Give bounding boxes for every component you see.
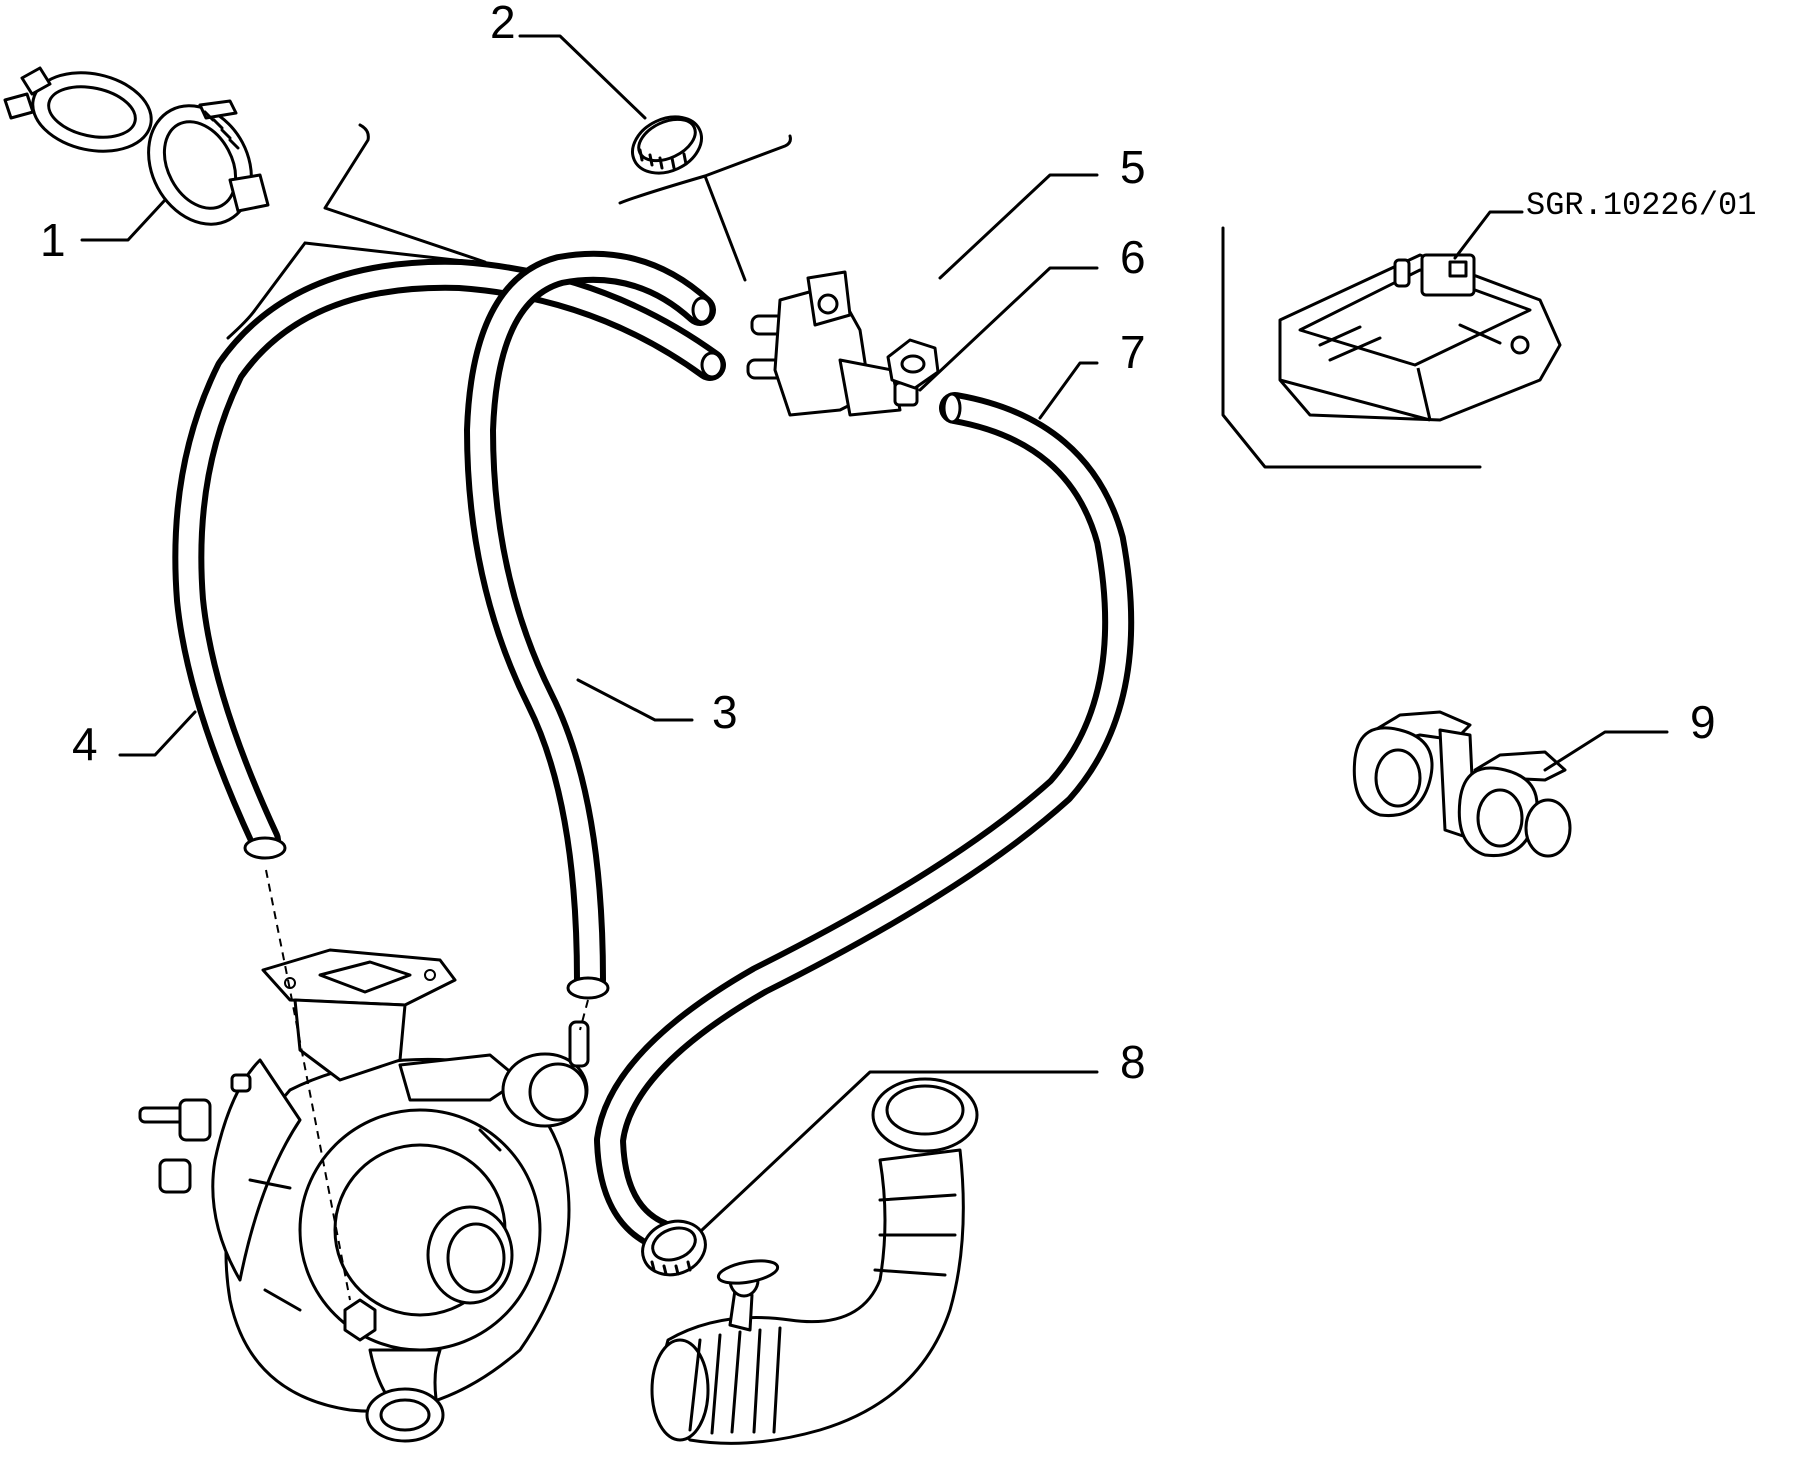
intake-elbow <box>650 1077 979 1445</box>
small-hose-clamp <box>631 115 703 175</box>
inset-control-unit <box>1278 253 1562 422</box>
double-hose-clip <box>1352 710 1572 858</box>
hose-3 <box>464 250 716 1000</box>
leader-line-4 <box>118 710 197 757</box>
leader-line-ref <box>1453 210 1524 260</box>
callout-4: 4 <box>72 718 98 770</box>
leader-line-5 <box>938 173 1099 280</box>
hose-end-clamp <box>641 1219 707 1277</box>
leader-line-7 <box>1038 361 1099 420</box>
group-bracket-left <box>226 123 492 340</box>
turbocharger <box>138 948 590 1443</box>
callout-7: 7 <box>1120 326 1146 378</box>
callout-8: 8 <box>1120 1036 1146 1088</box>
assembly-dash-line-2 <box>579 999 589 1031</box>
hose-4 <box>172 258 726 860</box>
inset-bracket <box>1221 226 1482 469</box>
leader-line-8 <box>700 1070 1099 1232</box>
hose-clamp-pair <box>3 66 270 226</box>
callout-5: 5 <box>1120 141 1146 193</box>
leader-line-3 <box>576 678 694 722</box>
callout-9: 9 <box>1690 696 1716 748</box>
callout-6: 6 <box>1120 231 1146 283</box>
leader-line-2 <box>518 34 647 120</box>
callout-2: 2 <box>490 0 516 48</box>
vacuum-valve <box>746 270 919 417</box>
group-bracket-top <box>618 134 792 282</box>
callout-3: 3 <box>712 686 738 738</box>
reference-code: SGR.10226/01 <box>1526 187 1756 224</box>
hose-7 <box>594 392 1135 1251</box>
leader-line-9 <box>1543 730 1669 772</box>
callout-1: 1 <box>40 214 66 266</box>
leader-line-1 <box>80 198 167 242</box>
leader-line-6 <box>918 266 1099 392</box>
